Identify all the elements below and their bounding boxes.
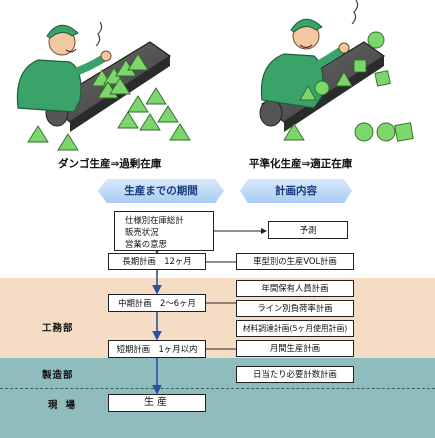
left-scene [16, 21, 191, 151]
period-header: 生産までの期間 [98, 179, 224, 203]
input-factors-box: 仕様別在庫総計 販売状況 営業の意思 [114, 211, 214, 251]
input-line-3: 営業の意思 [125, 239, 167, 249]
annual-staff-plan-box: 年間保有人員計画 [236, 280, 354, 297]
right-belt-side [284, 56, 384, 132]
engineering-band [0, 278, 435, 358]
left-stress-mark [95, 21, 103, 47]
manufacturing-zone-label: 製造部 [42, 370, 74, 381]
right-motion-mark [351, 0, 359, 25]
left-products [27, 53, 191, 151]
right-scene [259, 0, 414, 142]
engineering-zone-label: 工務部 [42, 323, 74, 334]
line-load-plan-box: ライン別負荷率計画 [236, 300, 354, 317]
zone-divider [0, 388, 435, 389]
plan-content-header: 計画内容 [240, 179, 352, 203]
left-scene-caption: ダンゴ生産⇒過剰在庫 [58, 158, 162, 170]
right-products [283, 31, 414, 142]
long-term-plan-box: 長期計画 12ヶ月 [108, 253, 206, 270]
monthly-plan-box: 月間生産計画 [236, 340, 354, 357]
production-box: 生産 [108, 394, 206, 412]
right-scene-caption: 平準化生産⇒適正在庫 [249, 158, 353, 170]
vehicle-vol-plan-box: 車型別の生産VOL計画 [236, 253, 354, 270]
material-plan-box: 材料調達計画(5ヶ月使用計画) [236, 320, 354, 337]
illustrations [16, 0, 414, 151]
manufacturing-band [0, 358, 435, 438]
forecast-box: 予測 [268, 221, 348, 239]
shop-floor-zone-label: 現場 [48, 400, 84, 411]
short-term-plan-box: 短期計画 1ヶ月以内 [108, 340, 206, 358]
left-worker [16, 24, 112, 113]
input-line-2: 販売状況 [125, 227, 159, 237]
mid-term-plan-box: 中期計画 2〜6ヶ月 [108, 294, 206, 312]
input-line-1: 仕様別在庫総計 [125, 215, 184, 225]
daily-plan-box: 日当たり必要計数計画 [236, 366, 354, 383]
